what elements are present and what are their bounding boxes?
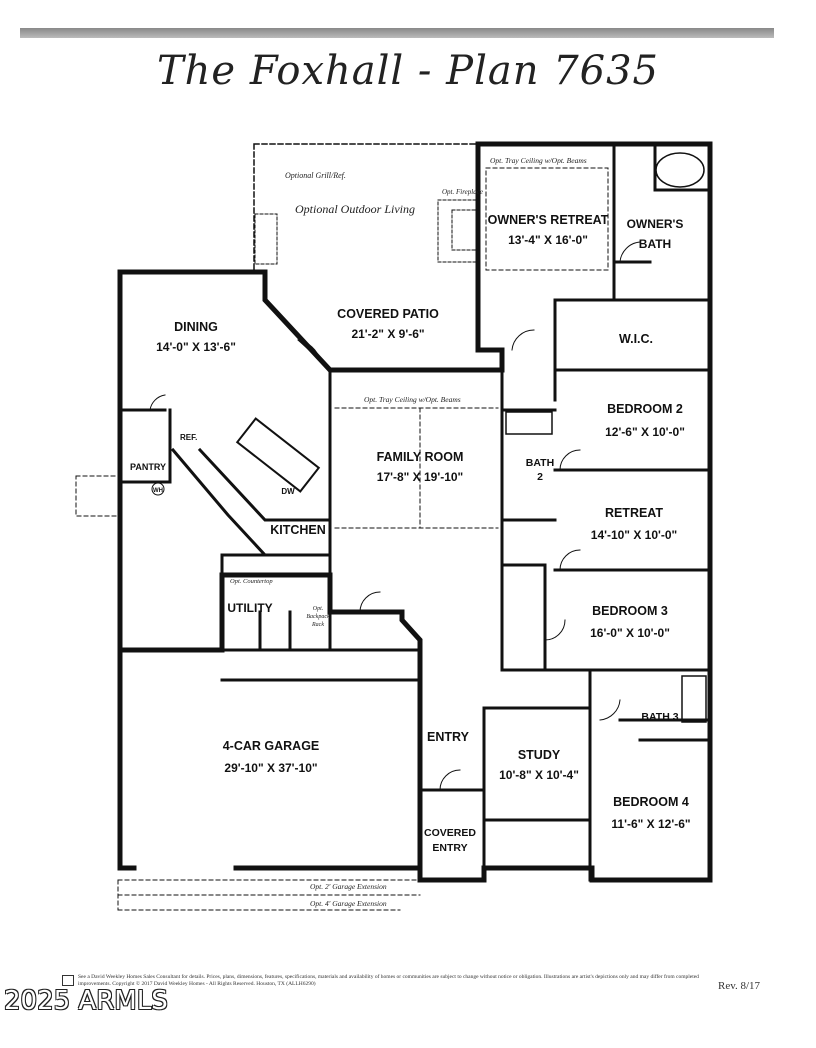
retreat-dim: 14'-10" X 10'-0" bbox=[591, 528, 677, 542]
bath2-label-2: 2 bbox=[537, 471, 543, 483]
water-heater-symbol bbox=[151, 482, 165, 496]
owners-tub bbox=[655, 152, 705, 188]
outdoor-living-label: Optional Outdoor Living bbox=[295, 202, 415, 216]
dining-dim: 14'-0" X 13'-6" bbox=[156, 340, 236, 354]
backpack-label-3: Rack bbox=[311, 622, 324, 628]
bath3-tub bbox=[681, 675, 707, 723]
bedroom2-name: BEDROOM 2 bbox=[607, 402, 683, 416]
ref-label: REF. bbox=[180, 433, 197, 442]
covered-patio-dim: 21'-2" X 9'-6" bbox=[351, 327, 424, 341]
owners-bath-label-2: BATH bbox=[639, 237, 671, 251]
entry-label: ENTRY bbox=[427, 730, 470, 744]
bath2-tub bbox=[505, 411, 553, 435]
owners-retreat-dim: 13'-4" X 16'-0" bbox=[508, 233, 588, 247]
owners-retreat-name: OWNER'S RETREAT bbox=[488, 213, 609, 227]
covered-entry-label-2: ENTRY bbox=[432, 842, 467, 854]
kitchen-island bbox=[235, 417, 321, 493]
owners-tray-label: Opt. Tray Ceiling w/Opt. Beams bbox=[490, 156, 587, 165]
dw-label: DW bbox=[281, 487, 295, 496]
interior-walls bbox=[120, 142, 712, 882]
disclaimer-text: See a David Weekley Homes Sales Consulta… bbox=[78, 974, 699, 987]
bedroom4-name: BEDROOM 4 bbox=[613, 795, 689, 809]
garage-ext-4-label: Opt. 4' Garage Extension bbox=[310, 899, 387, 908]
header-rule bbox=[20, 28, 774, 38]
door-swings bbox=[149, 241, 641, 791]
backpack-label-1: Opt. bbox=[313, 606, 324, 612]
bedroom3-dim: 16'-0" X 10'-0" bbox=[590, 626, 670, 640]
kitchen-label: KITCHEN bbox=[270, 523, 326, 537]
tray-ceiling-lines bbox=[75, 167, 609, 911]
revision-label: Rev. 8/17 bbox=[718, 980, 761, 992]
bath3-label: BATH 3 bbox=[641, 711, 678, 723]
copyright-watermark: 2025 ARMLS bbox=[4, 986, 168, 1016]
covered-patio-name: COVERED PATIO bbox=[337, 307, 439, 321]
pantry-label: PANTRY bbox=[130, 462, 166, 472]
family-tray-label: Opt. Tray Ceiling w/Opt. Beams bbox=[364, 395, 461, 404]
dining-name: DINING bbox=[174, 320, 218, 334]
covered-entry-label-1: COVERED bbox=[424, 827, 476, 839]
garage-ext-2-label: Opt. 2' Garage Extension bbox=[310, 882, 387, 891]
grill-outline bbox=[254, 213, 278, 265]
retreat-name: RETREAT bbox=[605, 506, 663, 520]
bedroom2-dim: 12'-6" X 10'-0" bbox=[605, 425, 685, 439]
grill-label: Optional Grill/Ref. bbox=[285, 171, 346, 180]
study-dim: 10'-8" X 10'-4" bbox=[499, 768, 579, 782]
backpack-label-2: Backpack bbox=[306, 614, 330, 620]
family-room-dim: 17'-8" X 19'-10" bbox=[377, 470, 463, 484]
owners-bath-label-1: OWNER'S bbox=[627, 217, 684, 231]
exterior-wall bbox=[117, 141, 713, 883]
bedroom4-dim: 11'-6" X 12'-6" bbox=[611, 817, 690, 831]
plan-title: The Foxhall - Plan 7635 bbox=[156, 48, 659, 94]
wh-label: WH bbox=[153, 488, 163, 494]
family-room-name: FAMILY ROOM bbox=[377, 450, 464, 464]
countertop-label: Opt. Countertop bbox=[230, 578, 273, 585]
garage-dim: 29'-10" X 37'-10" bbox=[224, 761, 317, 775]
wic-label: W.I.C. bbox=[619, 332, 653, 346]
bedroom3-name: BEDROOM 3 bbox=[592, 604, 668, 618]
fireplace-outline bbox=[437, 199, 477, 263]
garage-name: 4-CAR GARAGE bbox=[223, 739, 320, 753]
bath2-label-1: BATH bbox=[526, 457, 554, 469]
utility-label: UTILITY bbox=[227, 601, 272, 615]
garage-outer-wall bbox=[117, 647, 423, 871]
study-name: STUDY bbox=[518, 748, 561, 762]
equal-housing-icon bbox=[62, 975, 74, 986]
fireplace-label: Opt. Fireplace bbox=[442, 188, 483, 196]
